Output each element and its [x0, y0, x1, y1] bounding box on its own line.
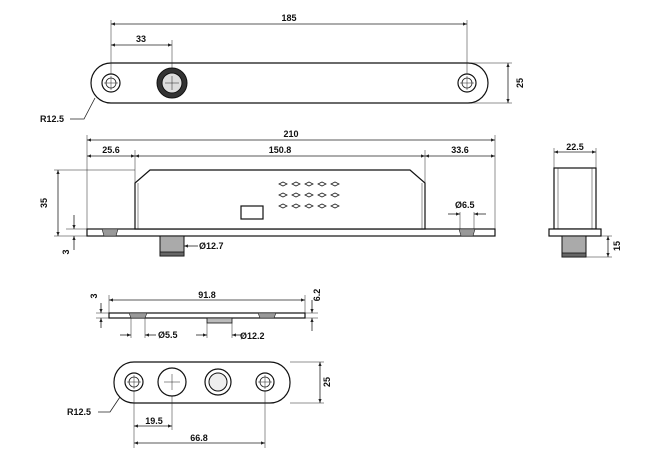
strike-top-view: 25 R12.5 19.5 66.8 [67, 361, 332, 448]
front-base-plate [86, 228, 496, 237]
top-view: 185 33 25 R12.5 [40, 13, 525, 124]
front-vent-pattern [278, 181, 340, 209]
strike-bolt-recess [206, 317, 233, 324]
radius-leader [70, 97, 96, 120]
dim-strike-thickness: 3 [89, 293, 99, 298]
dim-strike-bolt-diameter: Ø12.2 [240, 331, 265, 341]
dim-strike-height: 6.2 [312, 289, 322, 302]
dim-strike-top-height: 25 [322, 377, 332, 387]
dim-front-hole-diameter: Ø6.5 [455, 200, 475, 210]
top-left-screw-hole [101, 73, 121, 93]
dim-strike-hole-diameter: Ø5.5 [158, 330, 178, 340]
dim-strike-radius: R12.5 [67, 407, 91, 417]
side-base-plate [548, 228, 602, 237]
side-housing [553, 167, 597, 230]
dim-front-base-thickness: 3 [61, 249, 71, 254]
dim-top-height: 25 [515, 78, 525, 88]
dim-top-offset: 33 [136, 34, 146, 44]
dim-front-overall-length: 210 [283, 129, 298, 139]
dim-strike-length: 91.8 [198, 290, 216, 300]
dim-side-width: 22.5 [566, 142, 584, 152]
front-view: 210 25.6 150.8 33.6 35 3 Ø12.7 Ø6.5 [39, 129, 496, 257]
front-label-window [240, 205, 264, 220]
front-right-screw [458, 228, 476, 237]
strike-top-outline [113, 361, 291, 404]
dim-top-hole-spacing: 185 [281, 13, 296, 23]
strike-bolt-hole [157, 367, 187, 397]
top-right-screw-hole [457, 73, 477, 93]
strike-center-ring [204, 368, 232, 396]
front-left-screw [101, 228, 119, 237]
dim-top-radius: R12.5 [40, 114, 64, 124]
dim-strike-hole-spacing: 66.8 [190, 433, 208, 443]
dim-strike-offset: 19.5 [145, 416, 163, 426]
side-view: 22.5 15 [548, 142, 622, 258]
dim-front-bolt-diameter: Ø12.7 [199, 241, 224, 251]
front-housing [134, 169, 426, 230]
strike-side-view: 91.8 3 6.2 Ø5.5 Ø12.2 [89, 289, 322, 341]
dim-front-right-offset: 33.6 [451, 145, 469, 155]
dim-side-bolt-length: 15 [612, 241, 622, 251]
top-view-outline [90, 62, 489, 104]
strike-right-screw-hole [255, 372, 275, 392]
dim-front-left-offset: 25.6 [102, 145, 120, 155]
dim-front-middle-length: 150.8 [269, 145, 292, 155]
top-bolt [156, 67, 188, 99]
dim-front-height: 35 [39, 198, 49, 208]
strike-left-screw-hole [124, 372, 144, 392]
